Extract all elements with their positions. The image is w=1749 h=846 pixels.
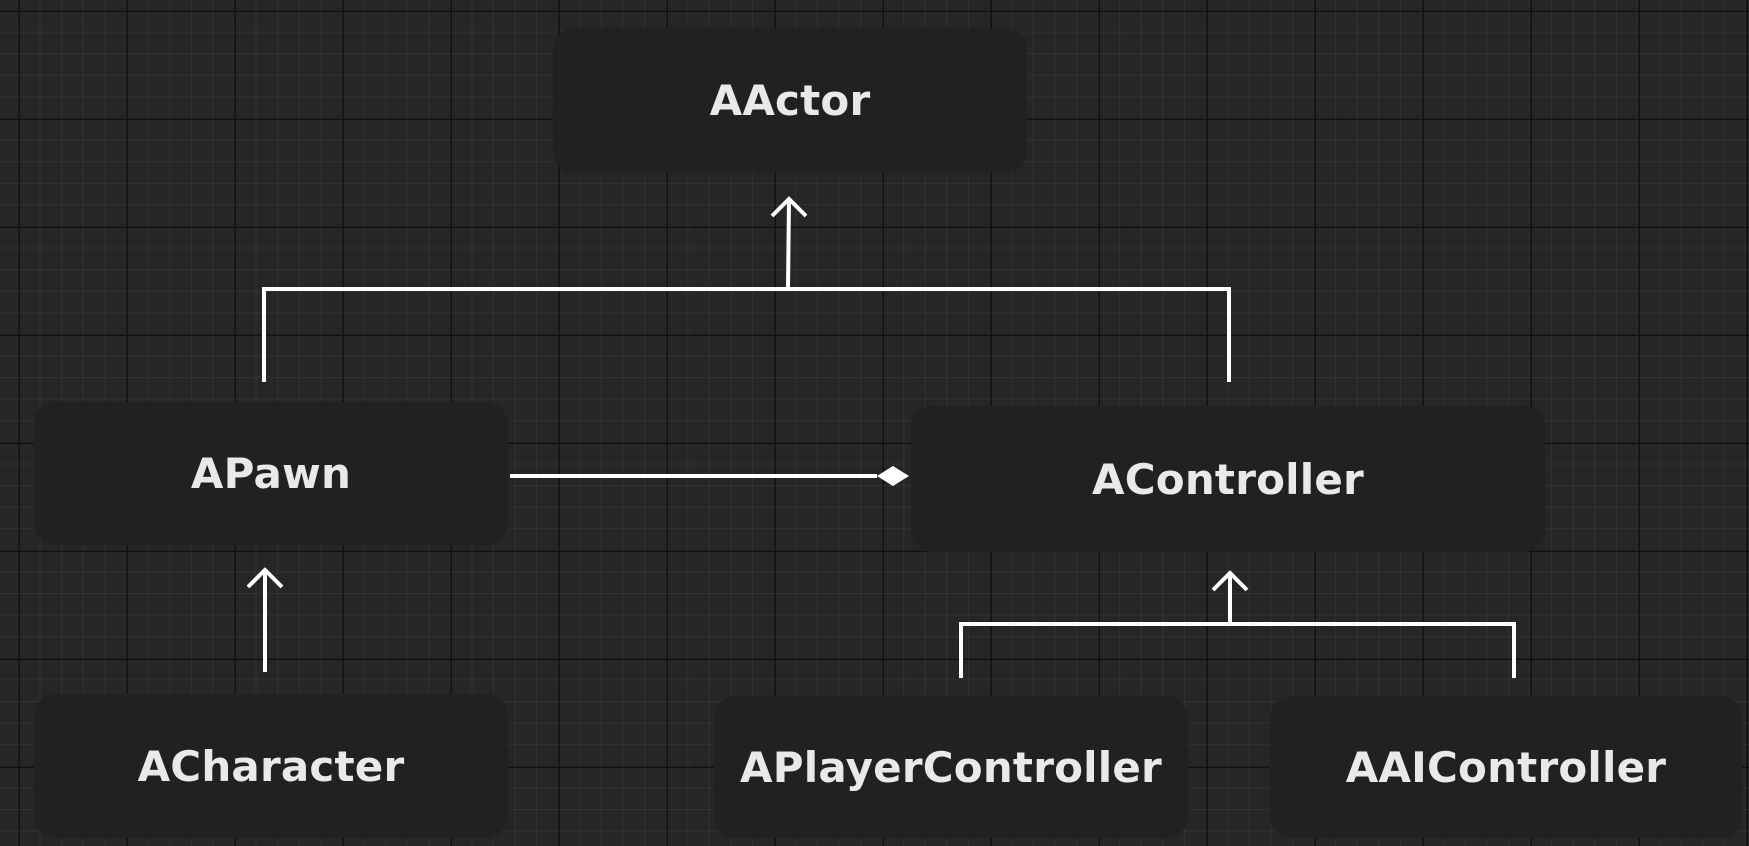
node-label-acontroller: AController [1092, 454, 1364, 504]
inheritance-arrowhead-aactor [770, 196, 808, 218]
node-label-apawn: APawn [190, 449, 352, 498]
inheritance-arrowhead-apawn [246, 567, 284, 589]
node-aaicontroller: AAIController [1270, 696, 1742, 838]
inheritance-stem-to-aactor [786, 198, 791, 290]
node-label-aaicontroller: AAIController [1345, 742, 1667, 792]
node-label-acharacter: ACharacter [137, 741, 405, 791]
node-label-aactor: AActor [709, 76, 871, 125]
node-label-aplayercontroller: APlayerController [740, 742, 1162, 792]
inheritance-connector-apawn-acontroller-to-aactor [262, 287, 1231, 382]
node-aplayercontroller: APlayerController [714, 696, 1188, 838]
node-aactor: AActor [553, 28, 1027, 173]
node-acharacter: ACharacter [34, 694, 508, 838]
aggregation-diamond-icon [877, 466, 909, 486]
inheritance-connector-aplayercontroller-aaicontroller-to-acontroller [959, 622, 1516, 678]
node-acontroller: AController [911, 406, 1545, 552]
node-apawn: APawn [34, 402, 508, 545]
inheritance-arrowhead-acontroller [1211, 570, 1249, 592]
